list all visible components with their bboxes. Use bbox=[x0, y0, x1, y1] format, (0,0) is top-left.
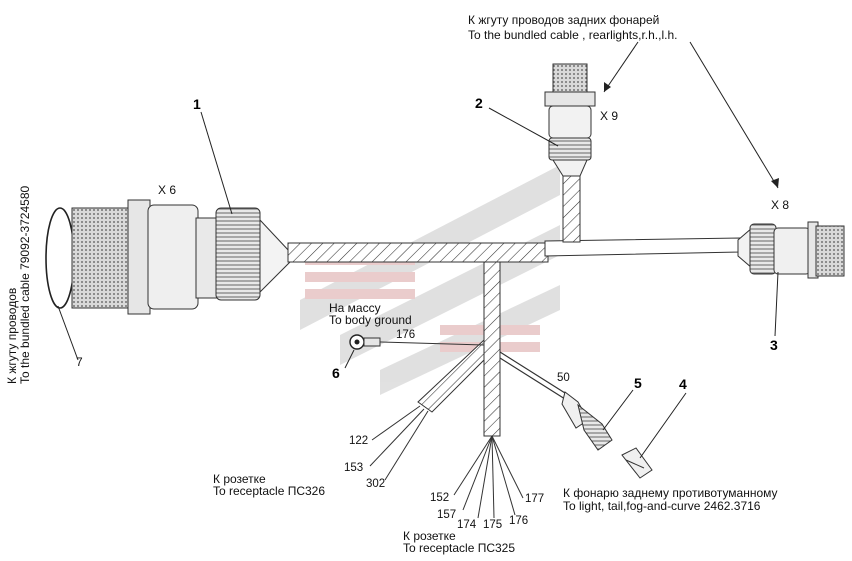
fog-label-en: To light, tail,fog-and-curve 2462.3716 bbox=[563, 499, 761, 513]
rec326-label-en: To receptacle ПС326 bbox=[213, 484, 326, 498]
fog-light-plug bbox=[561, 391, 613, 451]
wire-153: 153 bbox=[344, 462, 364, 474]
rec325-label-ru: К розетке bbox=[403, 529, 456, 543]
left-label-en: To the bundled cable 79092-3724580 bbox=[18, 185, 32, 384]
wire-122: 122 bbox=[349, 435, 369, 447]
callout-2: 2 bbox=[475, 95, 483, 111]
rec326-label-ru: К розетке bbox=[213, 472, 266, 486]
connector-x8 bbox=[737, 221, 845, 279]
wire-177: 177 bbox=[525, 493, 545, 505]
watermark-logo bbox=[300, 165, 560, 395]
top-label-ru: К жгуту проводов задних фонарей bbox=[468, 13, 660, 27]
wire-152: 152 bbox=[430, 492, 450, 504]
callout-6: 6 bbox=[332, 365, 340, 381]
wire-302: 302 bbox=[366, 478, 386, 490]
wire-157: 157 bbox=[437, 509, 457, 521]
fog-label-ru: К фонарю заднему противотуманному bbox=[563, 486, 778, 500]
wire-175: 175 bbox=[483, 519, 503, 531]
ground-label-ru: На массу bbox=[329, 301, 381, 315]
callout-3: 3 bbox=[770, 337, 778, 353]
connector-x9-label: X 9 bbox=[600, 109, 619, 123]
wire-176-ground: 176 bbox=[396, 329, 416, 341]
wire-174: 174 bbox=[457, 519, 477, 531]
connector-x6 bbox=[71, 199, 291, 315]
rec325-label-en: To receptacle ПС325 bbox=[403, 541, 516, 555]
callout-4: 4 bbox=[679, 376, 687, 392]
wire-50: 50 bbox=[557, 372, 570, 384]
wire-176: 176 bbox=[509, 515, 529, 527]
connector-x6-label: X 6 bbox=[158, 183, 177, 197]
ground-lug bbox=[349, 334, 485, 350]
ground-label-en: To body ground bbox=[329, 313, 412, 327]
connector-x9 bbox=[544, 63, 596, 177]
leader-lines bbox=[57, 41, 779, 459]
terminal-contact bbox=[621, 447, 653, 479]
callout-1: 1 bbox=[193, 96, 201, 112]
top-label-en: To the bundled cable , rearlights,r.h.,l… bbox=[468, 28, 678, 42]
sealing-ring bbox=[45, 207, 75, 309]
connector-x8-label: X 8 bbox=[771, 198, 790, 212]
leader-arrowheads bbox=[604, 82, 779, 188]
callout-7: 7 bbox=[76, 355, 83, 369]
callout-5: 5 bbox=[634, 375, 642, 391]
